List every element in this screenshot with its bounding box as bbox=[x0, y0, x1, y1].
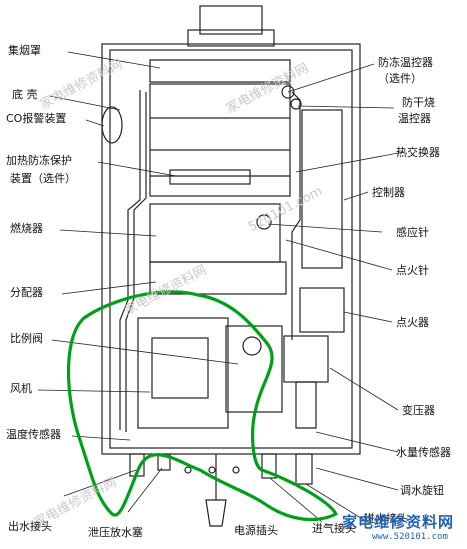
label-transformer: 变压器 bbox=[402, 404, 435, 417]
label-proportional-valve: 比例阀 bbox=[10, 332, 43, 345]
outer-casing bbox=[101, 43, 361, 455]
igniter-box bbox=[299, 287, 345, 333]
label-antifreeze-heating-2: 装置（选件） bbox=[10, 172, 76, 185]
gas-path-highlight bbox=[66, 290, 338, 522]
antifreeze-thermostat bbox=[281, 85, 295, 99]
label-water-adjust-knob: 调水旋钮 bbox=[400, 484, 444, 497]
label-water-flow-sensor: 水量传感器 bbox=[396, 446, 451, 459]
label-sensing-needle: 感应针 bbox=[396, 226, 429, 239]
label-antifreeze-thermostat-1: 防冻温控器 bbox=[378, 56, 433, 69]
fan-housing bbox=[137, 317, 229, 429]
brand-logo-text: 家电维修资料网 bbox=[342, 513, 455, 531]
label-exhaust-hood: 集烟罩 bbox=[8, 44, 41, 57]
label-antifreeze-heating-1: 加热防冻保护 bbox=[6, 154, 72, 167]
label-co-alarm: CO报警装置 bbox=[6, 112, 67, 125]
label-water-outlet: 出水接头 bbox=[8, 520, 52, 533]
gas-valve-assembly bbox=[225, 325, 283, 413]
label-temperature-sensor: 温度传感器 bbox=[6, 428, 61, 441]
label-ignition-needle: 点火针 bbox=[396, 264, 429, 277]
exhaust-hood bbox=[149, 59, 291, 83]
inlet-fitting bbox=[295, 453, 313, 485]
heat-exchanger-body bbox=[149, 83, 291, 197]
label-bottom-shell: 底 壳 bbox=[12, 88, 38, 101]
label-antifreeze-thermostat-2: （选件） bbox=[378, 72, 422, 85]
water-flow-sensor-pipe bbox=[295, 381, 317, 429]
label-controller: 控制器 bbox=[372, 186, 405, 199]
label-fan: 风机 bbox=[10, 382, 32, 395]
power-cord bbox=[205, 454, 227, 527]
label-distributor: 分配器 bbox=[10, 286, 43, 299]
label-power-plug: 电源插头 bbox=[234, 524, 278, 537]
label-heat-exchanger: 热交换器 bbox=[396, 146, 440, 159]
label-burner: 燃烧器 bbox=[10, 222, 43, 235]
flue-outlet bbox=[199, 5, 263, 35]
label-dry-burn-thermostat-2: 温控器 bbox=[398, 112, 431, 125]
gas-fitting bbox=[261, 453, 277, 479]
brand-url: www.520101.com bbox=[372, 532, 448, 542]
transformer-box bbox=[283, 335, 329, 383]
burner-box bbox=[149, 203, 281, 263]
proportional-valve-coil bbox=[242, 336, 262, 356]
controller-box bbox=[301, 109, 343, 269]
label-dry-burn-thermostat-1: 防干烧 bbox=[402, 96, 435, 109]
sensing-needle-head bbox=[256, 214, 272, 230]
water-tube-right bbox=[291, 91, 301, 340]
water-tube-left bbox=[119, 90, 141, 430]
water-tube-left-2 bbox=[125, 92, 147, 432]
inner-casing bbox=[109, 49, 353, 449]
label-igniter: 点火器 bbox=[396, 316, 429, 329]
label-gas-inlet: 进气接头 bbox=[312, 522, 356, 535]
flue-collar bbox=[187, 29, 275, 47]
antifreeze-heating-device bbox=[169, 169, 251, 185]
label-pressure-relief-plug: 泄压放水塞 bbox=[88, 526, 143, 539]
leader-lines bbox=[37, 51, 405, 523]
dry-burn-thermostat bbox=[290, 98, 302, 110]
co-alarm-body bbox=[101, 106, 123, 144]
fan-motor bbox=[151, 337, 209, 399]
label-water-inlet: 进水接头 bbox=[364, 512, 408, 525]
distributor-bar bbox=[149, 261, 287, 295]
